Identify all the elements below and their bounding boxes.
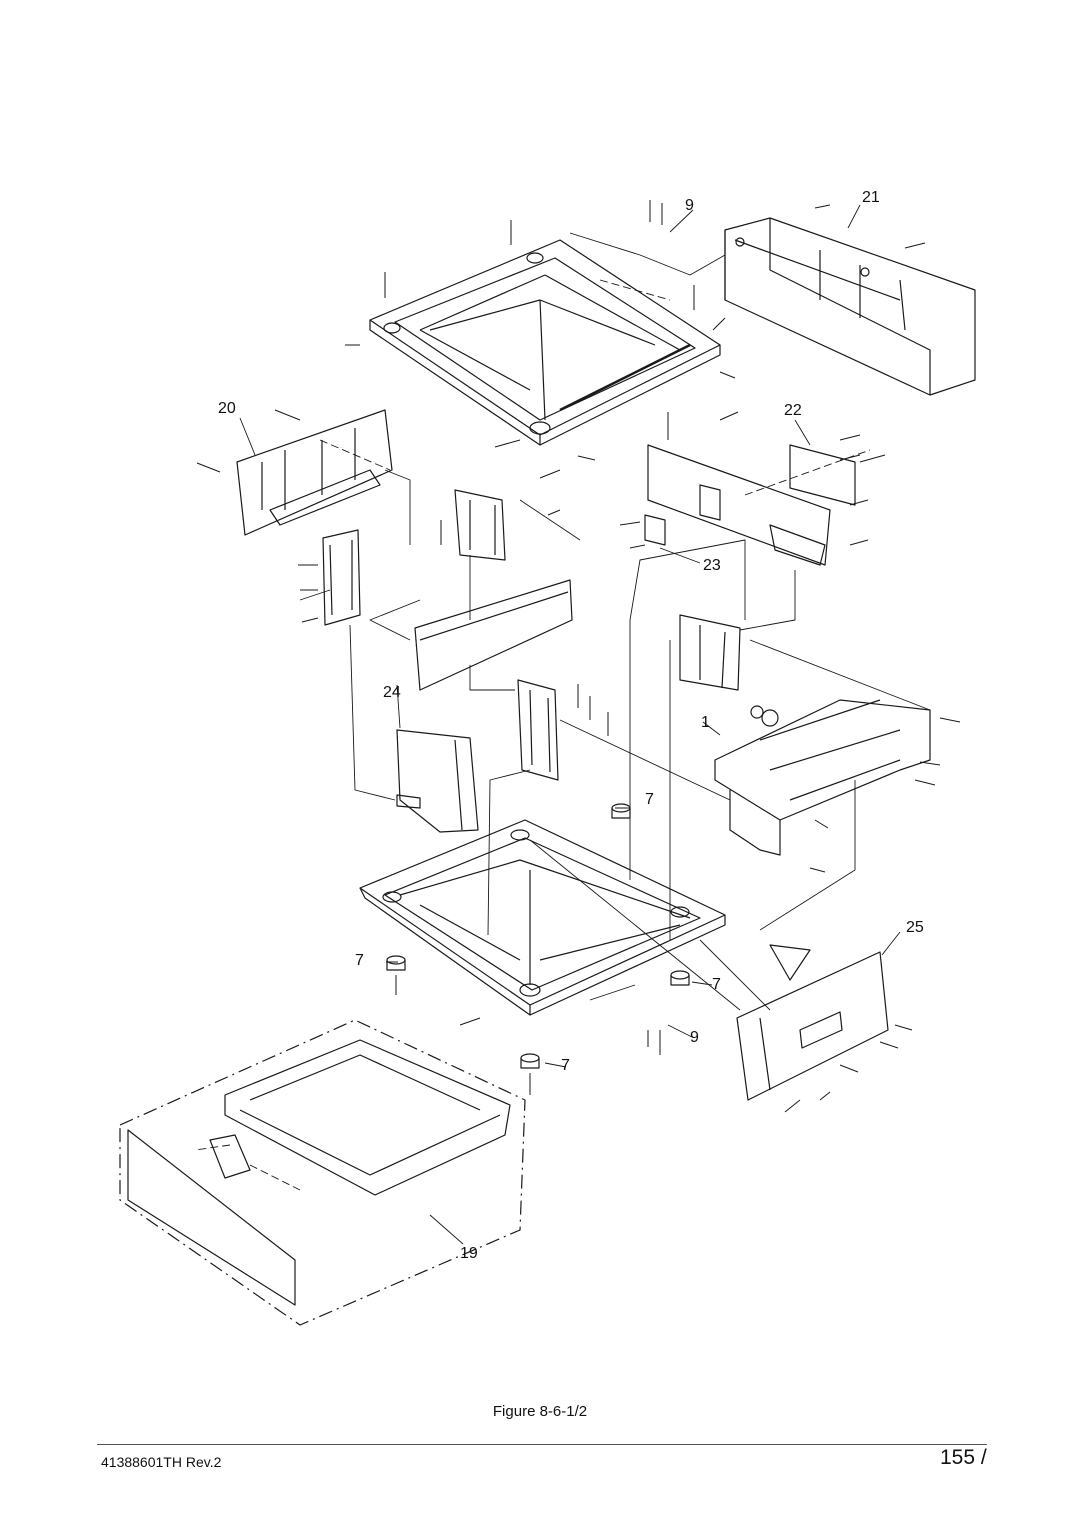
leader-lines xyxy=(194,204,931,1245)
footer-rule xyxy=(97,1444,987,1445)
bracket-left xyxy=(322,529,361,626)
callout-9-top: 9 xyxy=(685,197,694,214)
stay-bar xyxy=(414,579,573,691)
figure-caption: Figure 8-6-1/2 xyxy=(492,1403,588,1420)
callout-7-c: 7 xyxy=(712,976,721,993)
rear-cover-21 xyxy=(724,217,976,396)
callout-25: 25 xyxy=(906,919,924,936)
document-id: 41388601TH Rev.2 xyxy=(101,1454,222,1470)
callout-23: 23 xyxy=(703,557,721,574)
bracket-right xyxy=(679,614,741,691)
page-number: 155 / xyxy=(940,1446,987,1469)
callout-19: 19 xyxy=(460,1245,478,1262)
board-22 xyxy=(789,444,856,506)
bracket-mid xyxy=(517,679,559,781)
screws xyxy=(196,200,961,1113)
feet-7 xyxy=(386,803,690,1069)
unit-assembly-1 xyxy=(714,699,931,856)
bracket-center xyxy=(454,489,506,561)
rear-plate xyxy=(644,444,831,566)
callout-20: 20 xyxy=(218,400,236,417)
bottom-frame-plate xyxy=(359,819,726,1016)
paper-tray-19 xyxy=(119,1019,526,1326)
callout-7-b: 7 xyxy=(355,952,364,969)
callout-24: 24 xyxy=(383,684,401,701)
callout-7-a: 7 xyxy=(645,791,654,808)
side-cover-25 xyxy=(736,944,889,1101)
top-frame-plate xyxy=(369,239,721,446)
callout-9-bottom: 9 xyxy=(690,1029,699,1046)
callout-1: 1 xyxy=(701,714,710,731)
duct-24 xyxy=(396,729,479,833)
callout-21: 21 xyxy=(862,189,880,206)
side-guide-20 xyxy=(236,409,393,536)
callout-7-d: 7 xyxy=(561,1057,570,1074)
callout-22: 22 xyxy=(784,402,802,419)
